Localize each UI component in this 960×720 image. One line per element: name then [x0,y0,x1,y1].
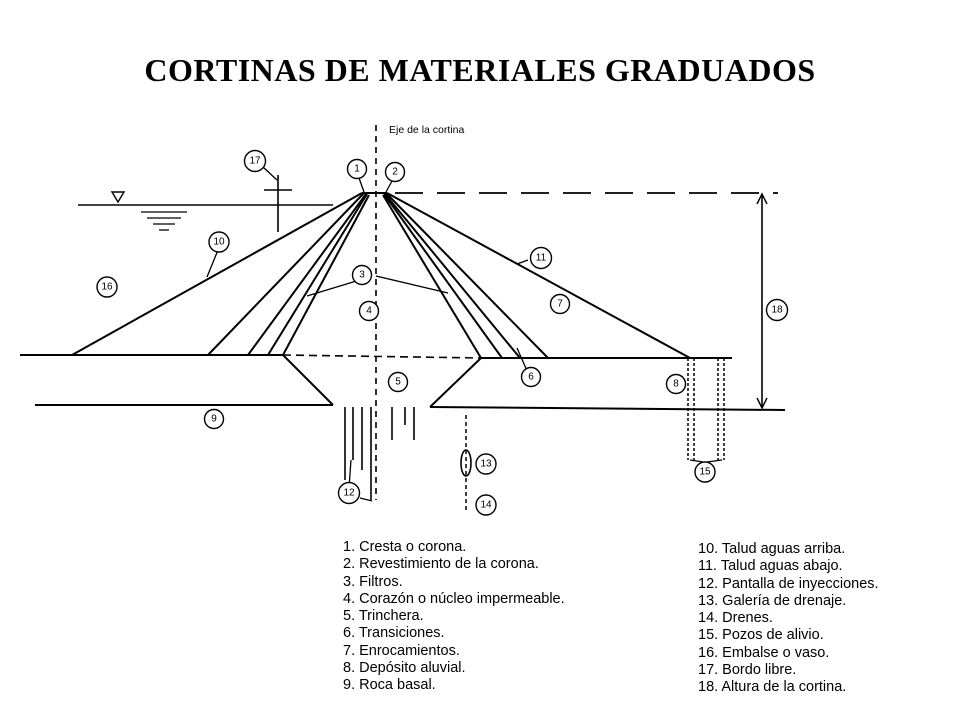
callout-1: 1 [354,164,360,175]
page-title: CORTINAS DE MATERIALES GRADUADOS [144,52,816,88]
callout-8: 8 [673,379,679,390]
trench-side-left [282,354,334,406]
callout-13-circle [475,453,497,475]
callout-3-circle [351,264,373,286]
callout-3: 3 [359,270,365,281]
legend-item: 8. Depósito aluvial. [343,660,466,677]
legend-item: 9. Roca basal. [343,677,436,694]
trench-side-right [429,357,482,408]
legend-item: 7. Enrocamientos. [343,642,460,659]
callout-7: 7 [557,299,563,310]
upstream-zone-line-1 [207,192,365,356]
callout-2-circle [384,161,406,183]
callout-2: 2 [392,167,398,178]
drainage-gallery [460,449,472,477]
callout-16-circle [96,276,118,298]
legend-item: 14. Drenes. [698,610,773,627]
callout-12: 12 [343,488,355,499]
callout-15: 15 [699,467,711,478]
callout-6-circle [520,366,542,388]
legend-item: 17. Bordo libre. [698,662,797,679]
callout-14-circle [475,494,497,516]
callout-10-circle [208,231,230,253]
callout-4-circle [358,300,380,322]
legend-item: 6. Transiciones. [343,625,445,642]
callout-18-circle [765,298,789,322]
callout-11: 11 [536,253,547,264]
callout-9-circle [203,408,225,430]
callout-4: 4 [366,306,372,317]
callout-9: 9 [211,414,217,425]
downstream-filter-line [383,193,503,359]
callout-11-circle [529,246,553,270]
relief-wells [687,358,725,460]
bedrock-line-right [429,406,786,411]
legend-item: 5. Trinchera. [343,608,424,625]
callout-16: 16 [101,282,113,293]
callout-5: 5 [395,377,401,388]
legend-item: 1. Cresta o corona. [343,539,467,555]
upstream-slope [71,192,363,356]
callout-15-circle [694,461,716,483]
legend-item: 15. Pozos de alivio. [698,627,824,644]
legend-item: 18. Altura de la cortina. [698,679,847,696]
callout-18: 18 [771,305,783,316]
legend-item: 12. Pantalla de inyecciones. [698,575,879,592]
upstream-filter-line [267,193,368,356]
legend-item: 3. Filtros. [343,573,403,590]
legend-item: 11. Talud aguas abajo. [698,558,843,575]
water-hatch [141,211,187,231]
upstream-zone-line-2 [247,193,367,356]
legend-right: 10. Talud aguas arriba. 11. Talud aguas … [698,541,879,697]
callout-17-circle [243,149,267,173]
grout-curtain [344,407,415,500]
legend-left: 1. Cresta o corona. 2. Revestimiento de … [343,539,565,695]
callout-1-circle [346,158,368,180]
legend-item: 10. Talud aguas arriba. [698,541,846,557]
callout-8-circle [665,373,687,395]
water-level-symbol [110,191,126,204]
core-left-boundary [282,194,370,356]
callout-10: 10 [213,237,225,248]
downstream-slope [386,192,691,359]
legend-item: 4. Corazón o núcleo impermeable. [343,590,565,607]
trench-top-line [282,354,482,359]
downstream-zone-line-2 [385,192,549,359]
legend-item: 2. Revestimiento de la corona. [343,556,539,573]
downstream-zone-line-1 [384,193,521,359]
dam-axis-label: Eje de la cortina [389,124,464,136]
callout-17: 17 [249,156,261,167]
legend-item: 16. Embalse o vaso. [698,644,830,661]
core-right-boundary [382,194,482,359]
callout-12-circle [337,481,361,505]
callout-7-circle [549,293,571,315]
callout-13: 13 [480,459,492,470]
callout-5-circle [387,371,409,393]
callout-6: 6 [528,372,534,383]
callout-14: 14 [480,500,492,511]
legend-item: 13. Galería de drenaje. [698,592,847,609]
